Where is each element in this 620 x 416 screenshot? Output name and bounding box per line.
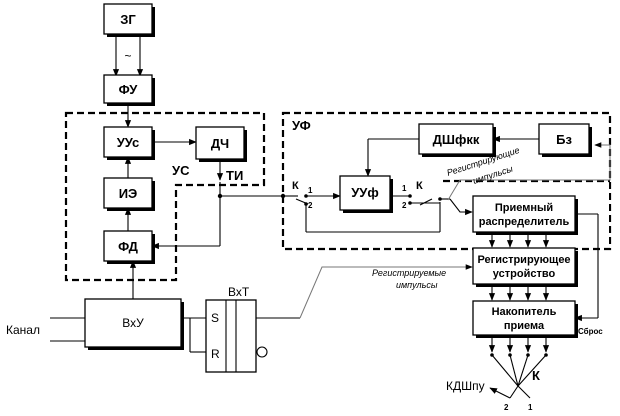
right-switch-pos2: 2 [402, 201, 407, 210]
selector-k-label: К [532, 368, 540, 383]
registering-pulses-path [447, 142, 611, 201]
bz-block [538, 123, 590, 155]
uuf-label: УУф [351, 185, 379, 200]
dch-label: ДЧ [211, 136, 229, 151]
left-switch-k-label: К [292, 180, 299, 192]
left-switch-pos2: 2 [308, 201, 313, 210]
vxt-s-label: S [211, 311, 219, 325]
selector-pos1: 1 [528, 403, 533, 412]
vxu-label: ВхУ [122, 316, 144, 330]
accumulator-block [472, 300, 576, 336]
tilde-symbol: ~ [124, 49, 131, 63]
uf-label: УФ [292, 118, 311, 133]
uf-group-boundary [281, 111, 612, 251]
recv-distributor-label-1: Приемный [495, 202, 553, 214]
ti-label: ТИ [226, 168, 243, 183]
accumulator-label-1: Накопитель [492, 306, 557, 318]
registered-pulses-label-1: Регистрируемые [372, 268, 446, 278]
registering-device-label-2: устройство [493, 268, 556, 280]
recv-distributor-block [472, 195, 576, 233]
kdshpu-label: КДШпу [446, 379, 485, 393]
dshfkk-label: ДШфкк [433, 132, 480, 147]
uus-label: УУс [117, 135, 140, 150]
us-label: УС [172, 163, 190, 178]
channel-label: Канал [6, 323, 40, 337]
accumulator-label-2: приема [504, 320, 545, 332]
registering-device-label-1: Регистрирующее [477, 254, 570, 266]
registered-pulses-label-2: импульсы [396, 280, 438, 290]
right-switch-k-label: К [416, 180, 423, 192]
registering-device-block [472, 247, 576, 285]
bz-label: Бз [556, 132, 572, 147]
uus-block [103, 126, 153, 158]
registered-pulses-path [299, 264, 473, 319]
selector-pos2: 2 [504, 403, 509, 412]
fu-label: ФУ [119, 82, 139, 97]
vxt-block [205, 299, 257, 373]
zg-label: ЗГ [120, 12, 136, 27]
right-switch-pos1: 1 [402, 184, 407, 193]
vxt-label: ВхТ [228, 285, 250, 299]
recv-distributor-label-2: распределитель [479, 216, 570, 228]
ie-label: ИЭ [119, 186, 138, 201]
uuf-block [339, 175, 391, 211]
left-switch-pos1: 1 [308, 186, 313, 195]
vxt-r-label: R [211, 347, 220, 361]
dch-block [195, 126, 245, 160]
vxt-inverse-output [256, 346, 268, 358]
reset-label: Сброс [578, 327, 603, 336]
fd-label: ФД [118, 239, 138, 254]
us-group-boundary [64, 111, 266, 282]
fd-block [103, 230, 153, 262]
zg-block [103, 3, 153, 35]
